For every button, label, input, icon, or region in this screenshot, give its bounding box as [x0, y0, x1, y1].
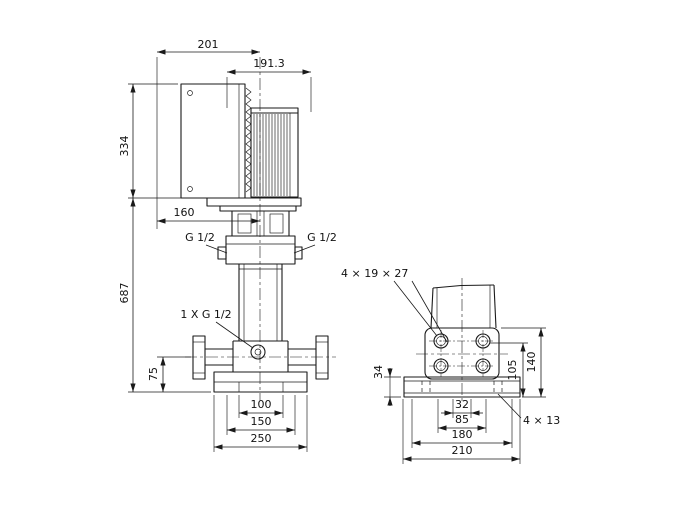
dim-160: 160	[174, 206, 195, 219]
dim-250: 250	[251, 432, 272, 445]
suction-flange	[192, 335, 206, 380]
fan-cover-cap	[250, 107, 299, 114]
discharge-flange	[315, 335, 329, 380]
dim-334: 334	[118, 136, 131, 157]
label-port-right: G 1/2	[307, 231, 337, 244]
dim-100: 100	[251, 398, 272, 411]
dim-687: 687	[118, 283, 131, 304]
coupling-guard-window	[237, 213, 252, 234]
dim-105: 105	[506, 360, 519, 381]
flange-bolt-holes	[433, 333, 491, 374]
motor-casting-edge	[245, 87, 252, 193]
motor-outline	[180, 83, 299, 199]
dim-34: 34	[372, 365, 385, 379]
motor-fins	[253, 114, 288, 196]
label-base-holes: 4 × 13	[523, 414, 560, 427]
base-side	[403, 376, 521, 398]
terminal-box-screw	[187, 90, 193, 96]
coupling-guard-window	[269, 213, 284, 234]
side-dimensions: 4 × 19 × 27 34 105 140 4 × 13	[341, 267, 560, 464]
front-view: 201 191.3 334 160 687 75 G 1/2 G	[118, 38, 337, 452]
terminal-box-screw	[187, 186, 193, 192]
port-right	[294, 246, 303, 260]
mounting-flange	[424, 327, 500, 380]
dim-201: 201	[198, 38, 219, 51]
side-view: 4 × 19 × 27 34 105 140 4 × 13	[341, 267, 560, 464]
suction-body	[232, 340, 289, 372]
dim-75: 75	[147, 367, 160, 381]
dim-85: 85	[455, 413, 469, 426]
dim-191-3: 191.3	[253, 57, 285, 70]
motor-stool	[206, 197, 302, 237]
label-port-left: G 1/2	[185, 231, 215, 244]
drain-plug	[250, 344, 266, 360]
label-drain-port: 1 X G 1/2	[180, 308, 231, 321]
pipe-flanges	[192, 335, 329, 380]
chamber-stack	[238, 263, 283, 342]
front-dimensions: 201 191.3 334 160 687 75 G 1/2 G	[118, 38, 337, 452]
pump-body-side	[430, 284, 497, 329]
label-flange-holes: 4 × 19 × 27	[341, 267, 408, 280]
dim-210: 210	[452, 444, 473, 457]
dim-180: 180	[452, 428, 473, 441]
dim-150: 150	[251, 415, 272, 428]
dim-32: 32	[455, 398, 469, 411]
fan-cover	[250, 112, 299, 198]
dim-140: 140	[525, 352, 538, 373]
port-left	[217, 246, 227, 260]
base-front	[213, 371, 308, 393]
